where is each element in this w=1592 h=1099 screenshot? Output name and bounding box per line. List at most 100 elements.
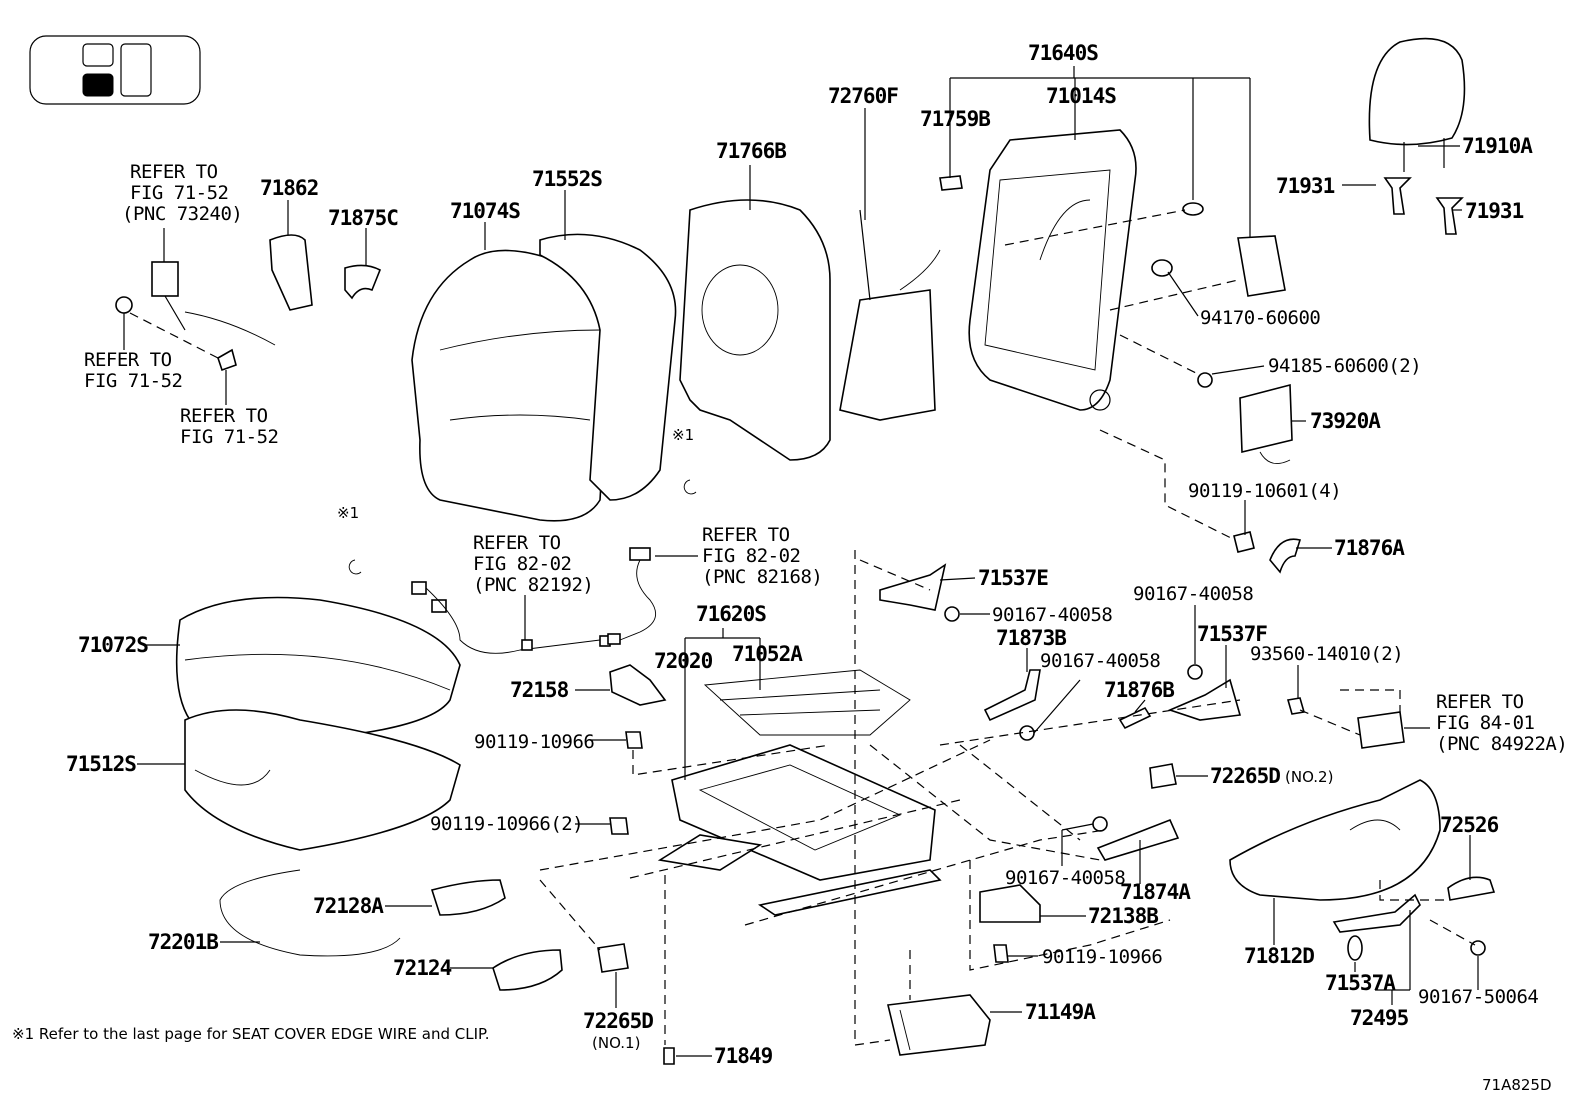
label-71766B[interactable]: 71766B	[716, 139, 787, 163]
clip-71537A[interactable]	[1347, 935, 1363, 961]
harness-82168[interactable]	[607, 547, 657, 645]
label-72265D-no1[interactable]: 72265D	[583, 1009, 654, 1033]
label-90167-40058-b[interactable]: 90167-40058	[1040, 650, 1161, 672]
label-72526[interactable]: 72526	[1440, 813, 1500, 837]
label-90167-50064[interactable]: 90167-50064	[1418, 986, 1539, 1008]
label-73920A[interactable]: 73920A	[1310, 409, 1382, 433]
grommet-94170[interactable]	[1151, 259, 1173, 277]
cushion-spring-part[interactable]	[703, 669, 911, 736]
cushion-frame-part[interactable]	[671, 744, 936, 881]
seatback-pad-part[interactable]	[539, 233, 677, 501]
label-72020[interactable]: 72020	[654, 649, 714, 673]
nut-part[interactable]	[1182, 202, 1204, 216]
label-72760F[interactable]: 72760F	[828, 84, 899, 108]
label-71931-b[interactable]: 71931	[1465, 199, 1525, 223]
headrest-guide-right[interactable]	[1435, 197, 1464, 235]
headrest-part[interactable]	[1368, 37, 1466, 172]
knob-72526[interactable]	[1447, 876, 1496, 901]
bolt-90119-10966b[interactable]	[993, 944, 1009, 963]
clip-left-part[interactable]	[217, 348, 237, 372]
label-72201B[interactable]: 72201B	[148, 930, 219, 954]
label-71074S[interactable]: 71074S	[450, 199, 521, 223]
screw-90167-a[interactable]	[944, 606, 960, 622]
ref-note-pnc-73240[interactable]: REFER TO FIG 71-52 (PNC 73240)	[122, 161, 243, 225]
cover-71149A[interactable]	[887, 994, 991, 1056]
cushion-cover-part[interactable]	[175, 596, 461, 741]
bracket-72265D-no1[interactable]	[597, 943, 629, 973]
bracket-72158[interactable]	[609, 664, 667, 706]
label-72124[interactable]: 72124	[393, 956, 453, 980]
seatbelt-buckle-part[interactable]	[151, 261, 276, 346]
ref-note-fig-71-52-a[interactable]: REFER TO FIG 71-52	[84, 349, 183, 392]
label-71759B[interactable]: 71759B	[920, 107, 991, 131]
label-71812D[interactable]: 71812D	[1244, 944, 1315, 968]
cover-71537F[interactable]	[1167, 678, 1242, 721]
label-71910A[interactable]: 71910A	[1462, 134, 1534, 158]
label-71537F[interactable]: 71537F	[1197, 622, 1268, 646]
handle-72495[interactable]	[1332, 893, 1421, 933]
cover-71876A[interactable]	[1269, 538, 1302, 574]
ref-note-pnc-82168[interactable]: REFER TO FIG 82-02 (PNC 82168)	[702, 524, 823, 588]
ref-note-pnc-82192[interactable]: REFER TO FIG 82-02 (PNC 82192)	[473, 532, 594, 596]
label-72495[interactable]: 72495	[1350, 1006, 1410, 1030]
label-90119-10966-2[interactable]: 90119-10966(2)	[430, 813, 584, 835]
screw-90167-c[interactable]	[1187, 664, 1203, 680]
wire-72201B[interactable]	[219, 869, 401, 957]
label-71873B[interactable]: 71873B	[996, 626, 1067, 650]
label-71552S[interactable]: 71552S	[532, 167, 603, 191]
label-94170-60600[interactable]: 94170-60600	[1200, 307, 1321, 329]
label-71875C[interactable]: 71875C	[328, 206, 399, 230]
label-71014S[interactable]: 71014S	[1046, 84, 1117, 108]
label-71149A[interactable]: 71149A	[1025, 1000, 1097, 1024]
cover-71862[interactable]	[269, 234, 313, 311]
switch-84922A[interactable]	[1357, 711, 1405, 749]
side-shield-part[interactable]	[1229, 779, 1441, 901]
label-72128A[interactable]: 72128A	[313, 894, 385, 918]
label-72138B[interactable]: 72138B	[1088, 904, 1159, 928]
pad-72124[interactable]	[492, 949, 563, 991]
ref-note-pnc-84922A[interactable]: REFER TO FIG 84-01 (PNC 84922A)	[1436, 691, 1568, 755]
bolt-90119-10966-2[interactable]	[609, 817, 629, 835]
label-90167-40058-d[interactable]: 90167-40058	[1005, 867, 1126, 889]
label-71512S[interactable]: 71512S	[66, 752, 137, 776]
bolt-90119-10601[interactable]	[1233, 531, 1255, 553]
label-71620S[interactable]: 71620S	[696, 602, 767, 626]
headrest-guide-left[interactable]	[1383, 177, 1412, 215]
clip-71849[interactable]	[663, 1047, 675, 1065]
clip-94185[interactable]	[1197, 372, 1213, 388]
screw-90167-50064[interactable]	[1470, 940, 1486, 956]
bolt-left-part[interactable]	[115, 296, 133, 314]
seatback-frame-part[interactable]	[968, 129, 1137, 411]
label-71537A[interactable]: 71537A	[1325, 971, 1397, 995]
label-72265D-no2[interactable]: 72265D	[1210, 764, 1281, 788]
label-71931-a[interactable]: 71931	[1276, 174, 1336, 198]
label-90119-10601[interactable]: 90119-10601(4)	[1188, 480, 1342, 502]
recliner-part[interactable]	[839, 209, 941, 421]
cover-71873B[interactable]	[983, 669, 1041, 722]
label-71640S[interactable]: 71640S	[1028, 41, 1099, 65]
cover-71874A[interactable]	[1096, 818, 1180, 861]
label-93560-14010[interactable]: 93560-14010(2)	[1250, 643, 1404, 665]
label-90119-10966-b[interactable]: 90119-10966	[1042, 946, 1163, 968]
label-94185-60600[interactable]: 94185-60600(2)	[1268, 355, 1422, 377]
seatback-board-part[interactable]	[679, 199, 831, 461]
clip-71759B[interactable]	[939, 175, 963, 191]
cover-71876B[interactable]	[1118, 706, 1152, 730]
label-71862[interactable]: 71862	[260, 176, 319, 200]
bolt-90119-10966a[interactable]	[625, 731, 643, 749]
cushion-pad-part[interactable]	[184, 709, 461, 851]
ref-note-fig-71-52-b[interactable]: REFER TO FIG 71-52	[180, 405, 279, 448]
label-71052A[interactable]: 71052A	[732, 642, 804, 666]
label-71072S[interactable]: 71072S	[78, 633, 149, 657]
screw-93560[interactable]	[1286, 697, 1306, 715]
label-71874A[interactable]: 71874A	[1120, 880, 1192, 904]
label-72158[interactable]: 72158	[510, 678, 570, 702]
cover-72138B[interactable]	[979, 884, 1041, 923]
screw-90167-d[interactable]	[1092, 816, 1108, 832]
label-71876A[interactable]: 71876A	[1334, 536, 1406, 560]
bracket-72265D-no2[interactable]	[1149, 763, 1177, 789]
cover-71537E[interactable]	[879, 563, 947, 611]
label-71849[interactable]: 71849	[714, 1044, 774, 1068]
seatback-cover-part[interactable]	[411, 249, 611, 522]
cover-71875C[interactable]	[344, 264, 382, 300]
